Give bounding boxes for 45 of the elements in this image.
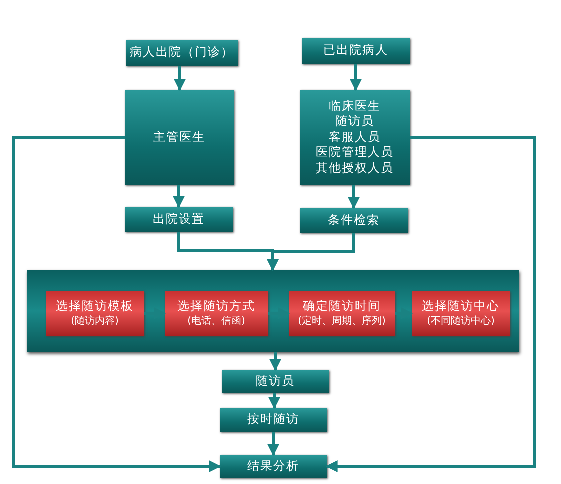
node-label: 随访员 xyxy=(256,374,295,390)
arrow xyxy=(12,136,222,472)
arrow xyxy=(348,185,360,210)
process-box xyxy=(300,90,410,185)
process-box xyxy=(125,90,234,185)
node-label: 其他授权人员 xyxy=(316,160,394,176)
node-subtitle: (随访内容) xyxy=(71,314,119,328)
node-label: 医院管理人员 xyxy=(316,145,394,161)
process-box xyxy=(302,38,410,64)
node-label: 结果分析 xyxy=(248,458,300,474)
arrow xyxy=(270,352,282,372)
node-label: 条件检索 xyxy=(328,212,380,228)
node-subtitle: (定时、周期、序列) xyxy=(298,314,386,328)
process-box xyxy=(46,291,144,336)
arrow xyxy=(174,66,186,92)
node-subtitle: (电话、信函) xyxy=(188,314,246,328)
node-label: 确定随访时间 xyxy=(303,299,381,315)
node-label: 出院设置 xyxy=(153,212,205,228)
process-box xyxy=(412,291,510,336)
node-label: 临床医生 xyxy=(329,98,381,114)
node-label: 按时随访 xyxy=(248,412,300,428)
arrow xyxy=(268,393,280,410)
node-label: 已出院病人 xyxy=(324,43,388,59)
process-box xyxy=(300,208,408,233)
arrow xyxy=(268,432,280,456)
arrow xyxy=(267,233,356,272)
node-subtitle: (不同随访中心) xyxy=(427,314,495,328)
node-label: 客服人员 xyxy=(329,130,381,146)
node-label: 病人出院（门诊） xyxy=(130,45,234,61)
node-label: 选择随访中心 xyxy=(422,299,500,315)
process-box xyxy=(222,370,329,393)
process-box xyxy=(125,207,233,232)
process-band xyxy=(27,270,519,352)
process-box xyxy=(126,40,238,66)
process-box xyxy=(165,291,268,336)
node-label: 选择随访模板 xyxy=(56,299,134,315)
node-label: 选择随访方式 xyxy=(178,299,256,315)
process-box xyxy=(289,291,395,336)
arrow xyxy=(350,64,362,92)
node-label: 随访员 xyxy=(336,114,374,130)
process-box xyxy=(220,408,327,432)
process-box xyxy=(220,455,327,478)
arrow xyxy=(326,136,536,472)
node-label: 主管医生 xyxy=(154,130,206,146)
arrow xyxy=(173,185,185,208)
